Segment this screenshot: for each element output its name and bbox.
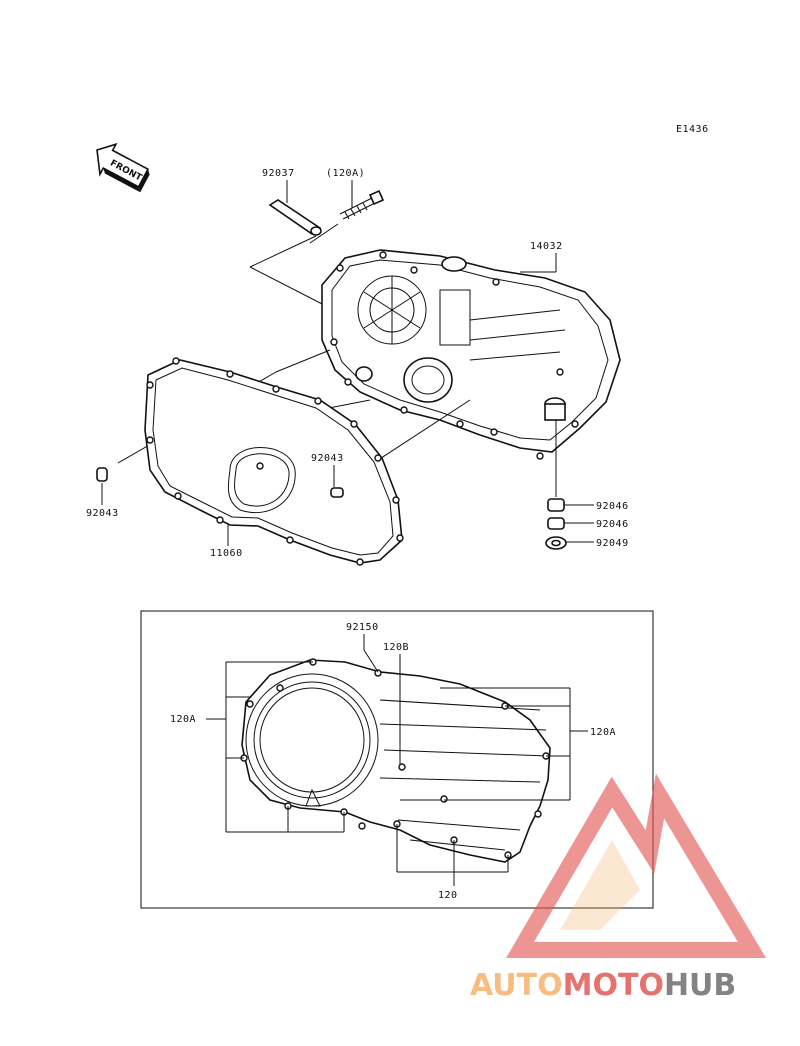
automotohub-logo: AUTOMOTOHUB — [470, 773, 767, 1003]
seal-92049 — [545, 536, 567, 550]
part-label-11060: 11060 — [210, 548, 243, 559]
part-label-92046-a: 92046 — [596, 501, 629, 512]
clutch-cover-14032 — [321, 249, 621, 460]
part-label-120a-left: 120A — [170, 714, 196, 725]
collar-92046-b — [547, 517, 565, 530]
watermark-hub: HUB — [664, 968, 736, 1003]
part-label-92037: 92037 — [262, 168, 295, 179]
part-label-14032: 14032 — [530, 241, 563, 252]
watermark-moto: MOTO — [563, 968, 664, 1003]
part-label-92049: 92049 — [596, 538, 629, 549]
diagram-code: E1436 — [676, 124, 709, 135]
collar-92046-a — [547, 498, 565, 512]
dowel-pin-92043-right — [330, 487, 344, 498]
part-label-120a-top: (120A) — [326, 168, 365, 179]
part-label-120a-right: 120A — [590, 727, 616, 738]
svg-text:AUTOMOTOHUB: AUTOMOTOHUB — [470, 968, 736, 1003]
part-label-120: 120 — [438, 890, 458, 901]
part-label-92043-left: 92043 — [86, 508, 119, 519]
part-label-120b: 120B — [383, 642, 409, 653]
watermark-triangle-icon — [506, 773, 767, 958]
bolt-120a — [339, 189, 385, 220]
dowel-pin-92043-left — [96, 467, 108, 482]
front-arrow-icon: FRONT — [96, 142, 150, 193]
part-label-92043-right: 92043 — [311, 453, 344, 464]
part-label-92046-b: 92046 — [596, 519, 629, 530]
dowel-pin-92037 — [268, 199, 322, 236]
gasket-11060 — [144, 357, 404, 566]
watermark-auto: AUTO — [470, 968, 563, 1003]
part-label-92150: 92150 — [346, 622, 379, 633]
bolt-layout-inset — [140, 610, 654, 909]
